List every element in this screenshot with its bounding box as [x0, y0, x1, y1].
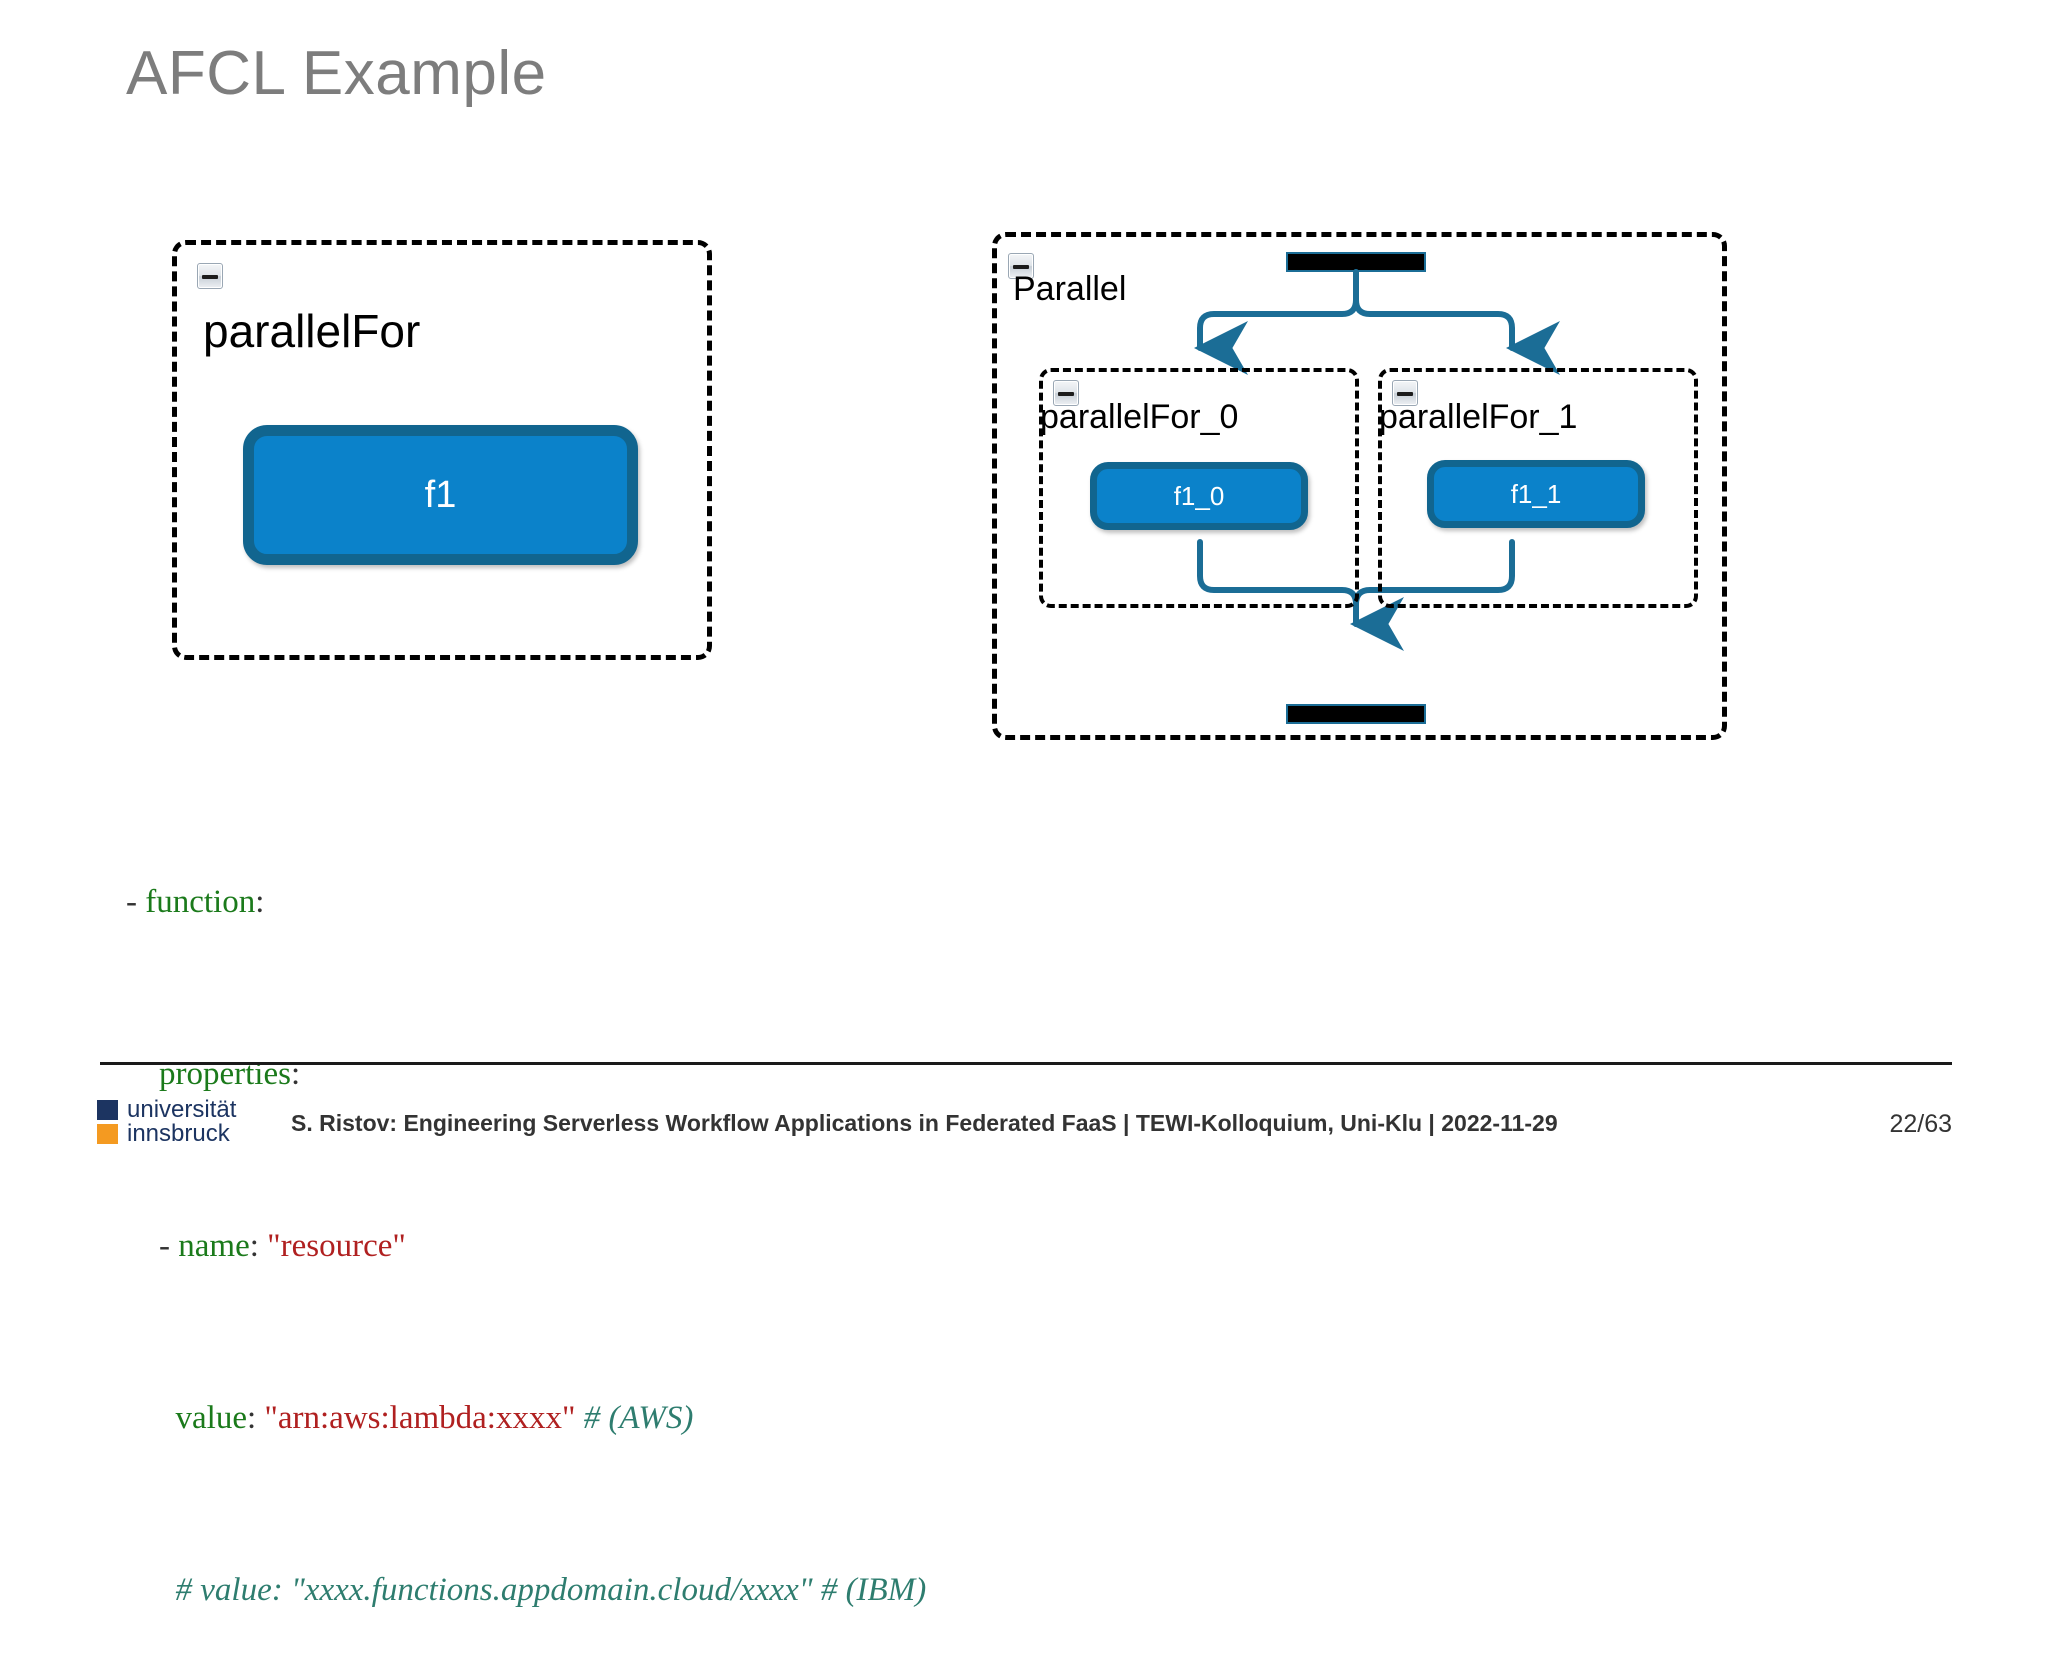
code-token-key-value: value	[175, 1400, 247, 1436]
parallel-region-label: Parallel	[1013, 270, 1127, 308]
footer-citation: S. Ristov: Engineering Serverless Workfl…	[291, 1110, 1558, 1136]
footer-divider	[100, 1062, 1952, 1065]
code-token-dash-2: -	[159, 1228, 170, 1264]
collapse-minus-icon-parallel-for-0[interactable]	[1053, 380, 1079, 406]
parallel-for-1-container[interactable]	[1378, 368, 1698, 608]
parallel-for-0-container[interactable]	[1039, 368, 1359, 608]
parallel-for-1-label: parallelFor_1	[1379, 398, 1578, 436]
page-number: 22/63	[1889, 1110, 1952, 1138]
function-node-f1-label: f1	[424, 473, 457, 516]
yaml-code-block: - function: properties: - name: "resourc…	[126, 795, 926, 1655]
code-line-1: - function:	[126, 881, 926, 924]
page-title: AFCL Example	[126, 39, 547, 108]
logo-square-navy-icon	[97, 1100, 118, 1120]
code-line-2: properties:	[126, 1053, 926, 1096]
code-token-string-arn: "arn:aws:lambda:xxxx"	[264, 1400, 576, 1436]
code-token-key-name: name	[178, 1228, 250, 1264]
code-token-key-function: function	[145, 884, 256, 920]
logo-text-universitaet: universität	[127, 1096, 237, 1123]
code-token-colon-2: :	[290, 1056, 301, 1092]
logo-square-orange-icon	[97, 1124, 118, 1144]
function-node-f1-1-label: f1_1	[1510, 478, 1562, 509]
code-token-comment-ibm: # value: "xxxx.functions.appdomain.cloud…	[175, 1572, 927, 1608]
parallel-for-container[interactable]	[172, 240, 712, 660]
parallel-region-container[interactable]	[992, 232, 1727, 740]
code-line-4: value: "arn:aws:lambda:xxxx" # (AWS)	[126, 1397, 926, 1440]
university-innsbruck-logo: universität innsbruck	[97, 1096, 267, 1147]
code-token-colon-4: :	[246, 1400, 257, 1436]
function-node-f1-1[interactable]: f1_1	[1427, 460, 1645, 528]
code-line-3: - name: "resource"	[126, 1225, 926, 1268]
join-sync-bar[interactable]	[1286, 704, 1426, 724]
code-token-dash: -	[126, 884, 137, 920]
code-token-colon: :	[255, 884, 265, 920]
code-token-comment-aws: # (AWS)	[583, 1400, 694, 1436]
function-node-f1-0-label: f1_0	[1173, 480, 1225, 511]
parallel-for-0-label: parallelFor_0	[1040, 398, 1239, 436]
diagram-canvas: parallelFor f1 Parallel parallelFor_0 f1…	[172, 232, 1727, 740]
collapse-minus-icon-parallel-for[interactable]	[197, 263, 223, 289]
parallel-for-label: parallelFor	[203, 305, 421, 357]
code-token-colon-3: :	[249, 1228, 259, 1264]
function-node-f1[interactable]: f1	[243, 425, 638, 565]
function-node-f1-0[interactable]: f1_0	[1090, 462, 1308, 530]
code-token-string-resource: "resource"	[267, 1228, 406, 1264]
logo-text-innsbruck: innsbruck	[127, 1120, 230, 1147]
code-line-5: # value: "xxxx.functions.appdomain.cloud…	[126, 1569, 927, 1612]
collapse-minus-icon-parallel[interactable]	[1008, 253, 1034, 279]
collapse-minus-icon-parallel-for-1[interactable]	[1392, 380, 1418, 406]
